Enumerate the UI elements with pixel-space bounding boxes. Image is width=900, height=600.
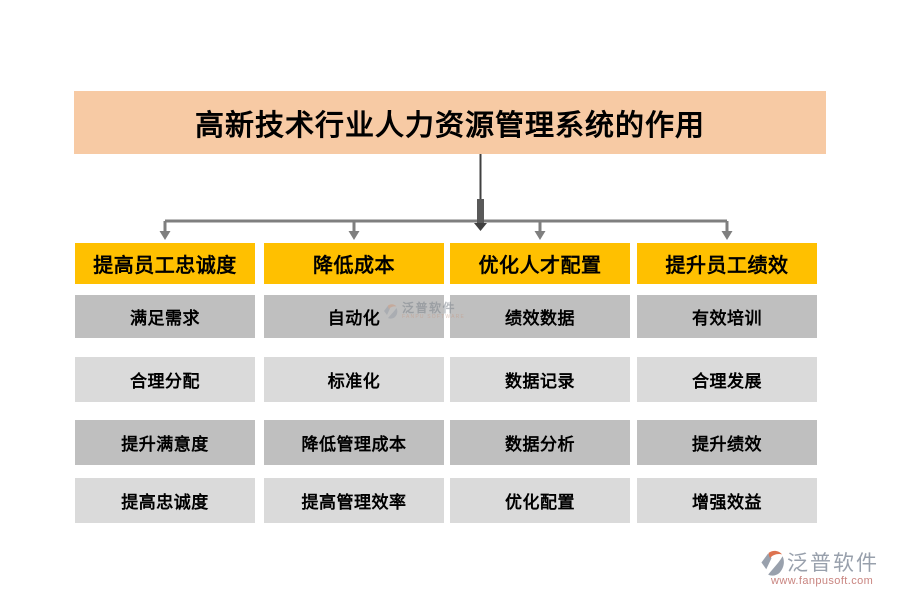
column-header-cost: 降低成本 <box>264 243 444 284</box>
diagram-title: 高新技术行业人力资源管理系统的作用 <box>74 91 826 154</box>
item-box: 数据记录 <box>450 357 630 402</box>
fanpu-logo-icon <box>761 550 784 576</box>
item-box: 有效培训 <box>637 295 817 338</box>
brand-name: 泛普软件 <box>787 552 879 575</box>
item-box: 数据分析 <box>450 420 630 465</box>
item-box: 降低管理成本 <box>264 420 444 465</box>
item-box: 增强效益 <box>637 478 817 523</box>
fanpu-brand: 泛普软件 www.fanpusoft.com <box>760 547 900 587</box>
item-box: 提高忠诚度 <box>75 478 255 523</box>
item-box: 自动化 <box>264 295 444 338</box>
item-box: 优化配置 <box>450 478 630 523</box>
item-box: 提升绩效 <box>637 420 817 465</box>
column-header-loyalty: 提高员工忠诚度 <box>75 243 255 284</box>
item-box: 提升满意度 <box>75 420 255 465</box>
brand-url: www.fanpusoft.com <box>771 575 874 587</box>
column-header-performance: 提升员工绩效 <box>637 243 817 284</box>
item-box: 提高管理效率 <box>264 478 444 523</box>
item-box: 合理分配 <box>75 357 255 402</box>
item-box: 满足需求 <box>75 295 255 338</box>
column-header-talent: 优化人才配置 <box>450 243 630 284</box>
item-box: 绩效数据 <box>450 295 630 338</box>
item-box: 合理发展 <box>637 357 817 402</box>
item-box: 标准化 <box>264 357 444 402</box>
